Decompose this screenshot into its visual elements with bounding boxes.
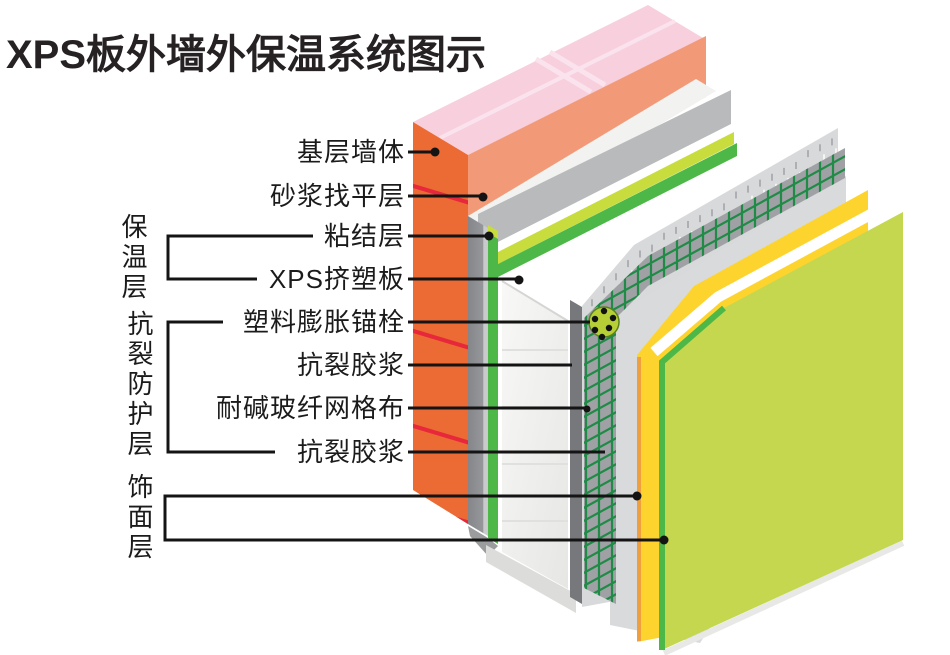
leader-lines [163,150,663,542]
leveling-mortar-cut [468,216,488,536]
mesh-backing [584,148,845,604]
label-leveling: 砂浆找平层 [269,181,405,211]
group-label-insulation: 保温层 [118,213,148,303]
label-xps: XPS挤塑板 [268,264,405,294]
bracket-anticrack [166,320,275,454]
panel-gap-highlight [650,194,902,357]
xps-shadow [486,545,576,613]
page-title: XPS板外墙外保温系统图示 [6,33,487,77]
group-label-finish: 饰面层 [124,473,154,563]
anchor-plug [588,306,620,341]
bonding-band [498,143,737,277]
bracket-finish [163,494,663,542]
label-anticrack-2: 抗裂胶浆 [296,437,405,467]
bracket-insulation [166,234,313,281]
xps-top-edge [501,280,569,322]
label-mesh: 耐碱玻纤网格布 [215,393,405,423]
label-anticrack-1: 抗裂胶浆 [296,350,405,380]
bonding-cut-strip [488,233,498,544]
finish-chartreuse-edge [659,305,726,650]
base-wall-outer [468,36,706,216]
leader-dots [430,147,669,545]
finish-chartreuse-shadow [662,540,905,655]
bonding-cut-cap [488,225,498,241]
xps-board-face [502,281,568,589]
finish-chartreuse-panel [662,212,903,650]
group-label-anticrack: 抗裂防护层 [124,310,154,460]
label-bonding: 粘结层 [323,221,405,251]
label-base-wall: 基层墙体 [296,137,405,167]
bonding-highlight-band [498,132,734,264]
brick-joint-lines [439,19,676,140]
label-anchor: 塑料膨胀锚栓 [242,307,405,337]
leveling-mortar-band [478,90,731,252]
